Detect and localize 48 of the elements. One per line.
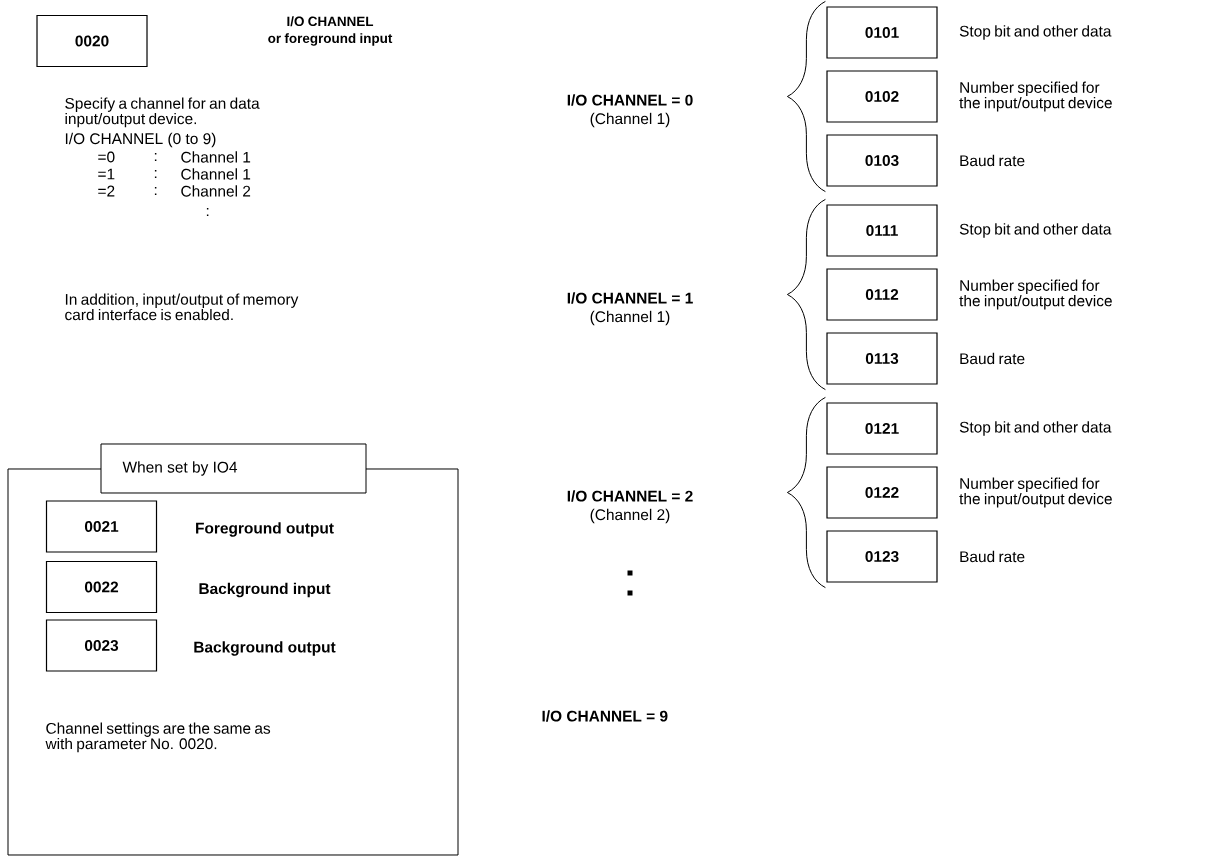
note-text: Channel settings are the same as with parameter No. 0020. bbox=[45, 722, 271, 753]
list-text: =1 bbox=[98, 168, 115, 180]
parameter-box: 0021 bbox=[45, 500, 158, 553]
channel-subtitle: (Channel 2) bbox=[590, 508, 670, 524]
range-text: I/O CHANNEL (0 to 9) bbox=[65, 132, 216, 148]
ellipsis-text: : bbox=[206, 207, 209, 217]
parameter-box: 0103 bbox=[826, 134, 938, 187]
parameter-description: Baud rate bbox=[960, 154, 1025, 167]
parameter-description: Baud rate bbox=[960, 352, 1025, 365]
parameter-name: Foreground output bbox=[196, 522, 334, 537]
channel-heading: I/O CHANNEL = 2 bbox=[567, 490, 693, 502]
channel-heading: I/O CHANNEL = 0 bbox=[567, 94, 693, 106]
parameter-box: 0022 bbox=[45, 560, 158, 614]
list-text: =0 bbox=[98, 151, 115, 163]
parameter-description: Number specified for the input/output device bbox=[959, 81, 1112, 112]
list-text: : bbox=[154, 152, 157, 162]
parameter-box: 0121 bbox=[826, 402, 938, 455]
channel-subtitle: (Channel 1) bbox=[590, 112, 670, 128]
parameter-title: I/O CHANNEL or foreground input bbox=[268, 16, 393, 46]
list-text: Channel 1 bbox=[181, 168, 251, 180]
parameter-box: 0102 bbox=[826, 70, 938, 123]
parameter-box: 0122 bbox=[826, 466, 938, 519]
parameter-description: Stop bit and other data bbox=[959, 25, 1112, 40]
list-text: : bbox=[154, 186, 157, 196]
parameter-box: 0112 bbox=[826, 268, 938, 321]
parameter-box: 0101 bbox=[826, 6, 938, 59]
parameter-name: Background input bbox=[199, 582, 331, 598]
description-text: Specify a channel for an data input/output device. bbox=[65, 97, 260, 128]
parameter-name: Background output bbox=[194, 641, 336, 656]
parameter-box: 0023 bbox=[45, 619, 158, 672]
parameter-box: 0111 bbox=[826, 204, 938, 257]
tab-label: When set by IO4 bbox=[100, 443, 367, 494]
channel-subtitle: (Channel 1) bbox=[590, 310, 670, 326]
list-text: =2 bbox=[98, 185, 115, 197]
list-text: Channel 2 bbox=[181, 185, 251, 197]
parameter-description: Number specified for the input/output device bbox=[959, 279, 1112, 310]
parameter-box: 0113 bbox=[826, 332, 938, 385]
parameter-description: Number specified for the input/output device bbox=[959, 477, 1112, 508]
channel-heading: I/O CHANNEL = 9 bbox=[542, 710, 668, 722]
parameter-box: 0020 bbox=[36, 14, 148, 68]
parameter-description: Stop bit and other data bbox=[959, 421, 1112, 436]
parameter-description: Baud rate bbox=[960, 550, 1025, 563]
list-text: : bbox=[154, 169, 157, 179]
note-text: In addition, input/output of memory card interface is enabled. bbox=[65, 293, 299, 321]
parameter-box: 0123 bbox=[826, 530, 938, 583]
list-text: Channel 1 bbox=[181, 151, 251, 163]
parameter-description: Stop bit and other data bbox=[959, 223, 1112, 238]
channel-heading: I/O CHANNEL = 1 bbox=[567, 292, 693, 304]
